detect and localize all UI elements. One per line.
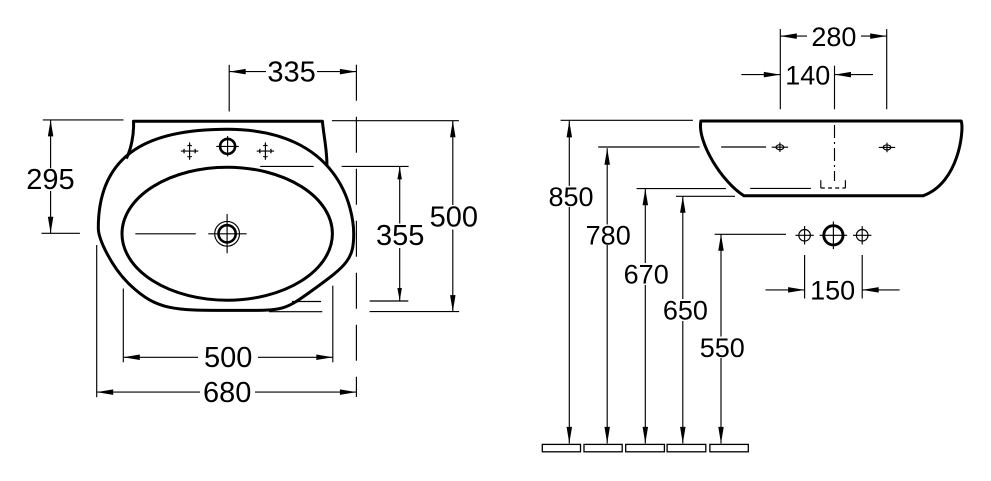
svg-text:355: 355 [376, 220, 424, 252]
svg-text:550: 550 [700, 333, 745, 363]
svg-text:500: 500 [430, 202, 478, 234]
svg-text:650: 650 [663, 296, 708, 326]
svg-text:280: 280 [811, 22, 856, 52]
svg-text:140: 140 [785, 60, 830, 90]
svg-text:500: 500 [204, 342, 252, 374]
svg-text:335: 335 [267, 57, 315, 89]
svg-text:850: 850 [548, 182, 593, 212]
svg-text:680: 680 [203, 377, 251, 409]
svg-text:150: 150 [810, 276, 855, 306]
svg-text:295: 295 [26, 164, 74, 196]
svg-text:780: 780 [586, 221, 631, 251]
svg-text:670: 670 [624, 260, 669, 290]
